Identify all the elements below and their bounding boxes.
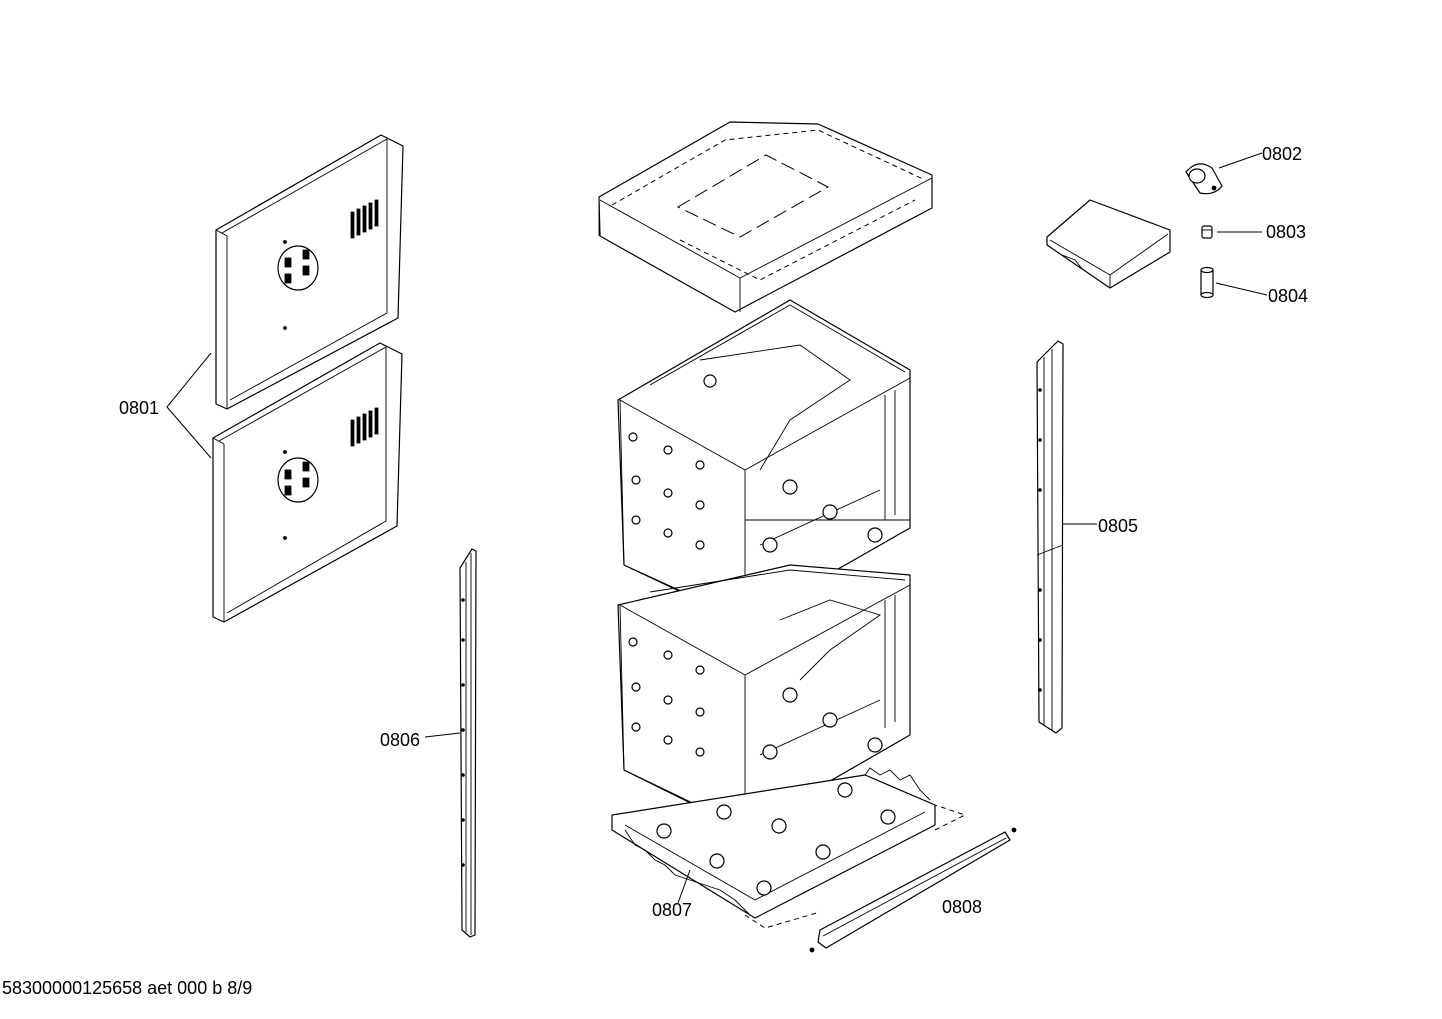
callout-0808: 0808: [942, 897, 982, 917]
callout-0802: 0802: [1262, 144, 1302, 164]
clip: [1201, 225, 1213, 239]
oven-cavity-lower: [617, 564, 911, 831]
leader-0807: [677, 869, 691, 904]
callout-0801: 0801: [119, 398, 159, 418]
callout-0805: 0805: [1098, 516, 1138, 536]
document-id: 58300000125658 aet 000 b 8/9: [2, 978, 253, 998]
callout-0807: 0807: [652, 900, 692, 920]
front-trim-strip: [744, 804, 1017, 953]
vent-slots-lower: [350, 407, 379, 447]
vertical-rail-right: [1036, 340, 1064, 734]
leader-0804: [1215, 282, 1268, 296]
leader-0802: [1218, 152, 1263, 169]
top-cover: [598, 121, 933, 313]
grommet-cluster-lower: [277, 457, 319, 503]
callout-0804: 0804: [1268, 286, 1308, 306]
oven-cavity-upper: [617, 299, 911, 623]
callout-0803: 0803: [1266, 222, 1306, 242]
lamp-housing: [1185, 163, 1223, 195]
leader-0801: [166, 352, 212, 459]
side-panel-upper: [215, 134, 404, 410]
vent-slots-upper: [350, 199, 379, 239]
bottom-tray: [611, 767, 936, 919]
lamp-cover: [1200, 266, 1214, 299]
side-panel-lower: [212, 342, 403, 623]
grommet-cluster-upper: [277, 245, 319, 291]
mounting-bracket: [1046, 199, 1171, 289]
callout-0806: 0806: [380, 730, 420, 750]
leader-0806: [424, 732, 461, 738]
vertical-rail-left: [459, 548, 477, 938]
